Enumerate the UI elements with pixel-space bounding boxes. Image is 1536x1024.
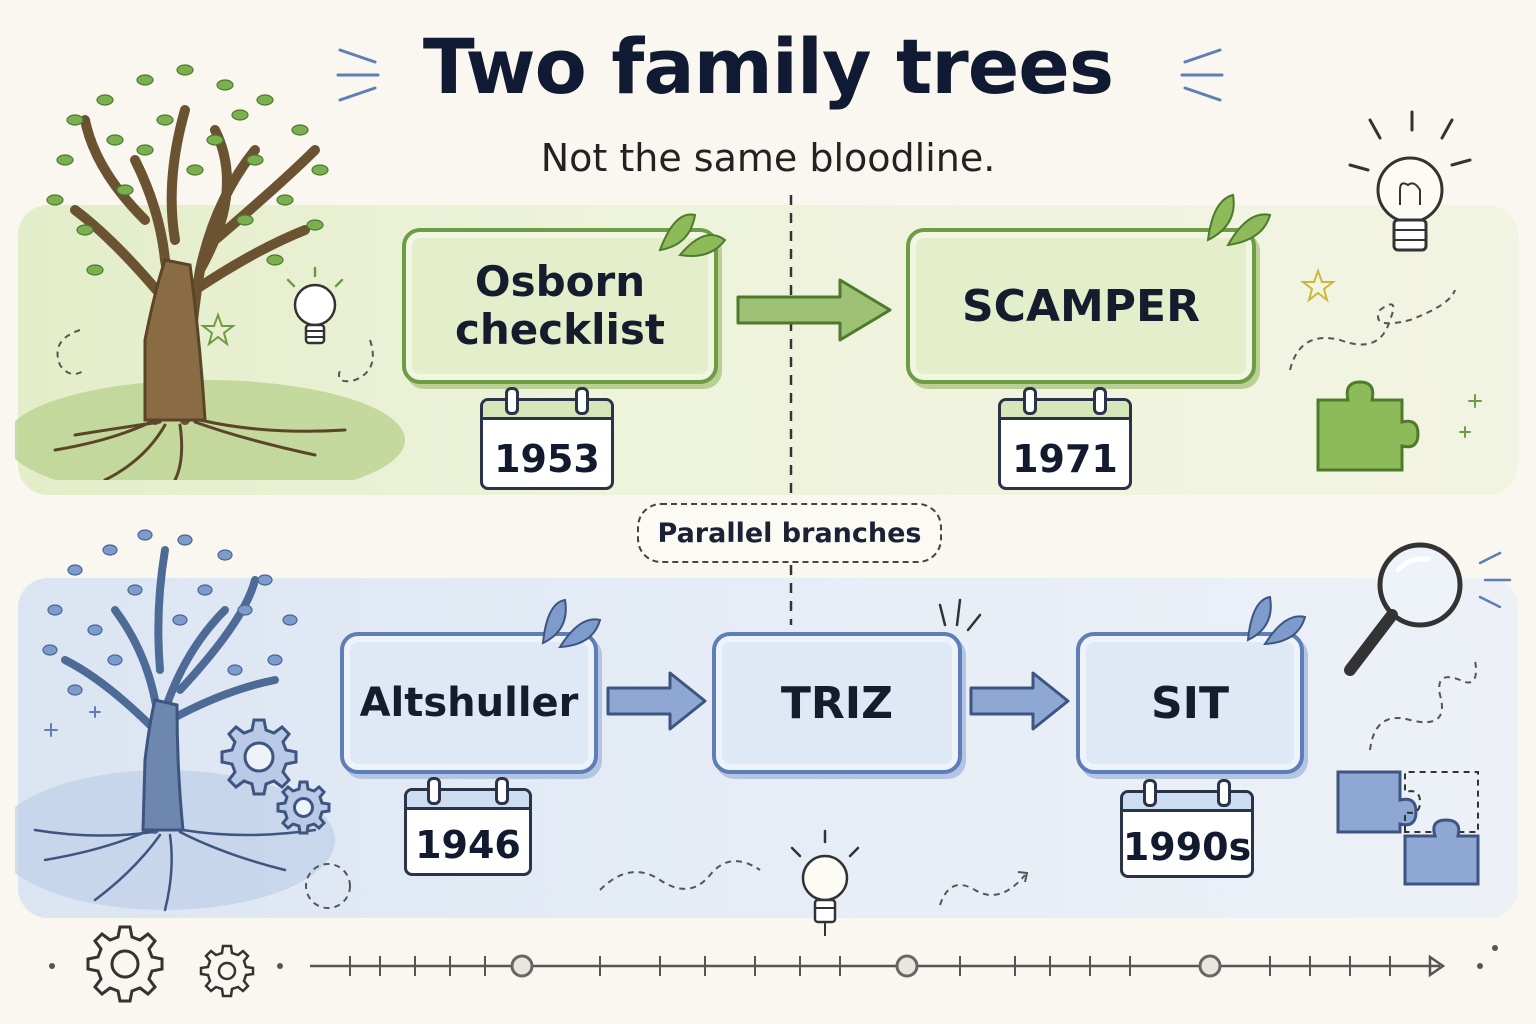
leaf-icon [1246, 595, 1307, 646]
altshuller-node: Altshuller [340, 632, 598, 774]
leaf-icon [541, 598, 602, 649]
year-calendar-1971: 1971 [998, 387, 1132, 490]
year-label: 1946 [415, 823, 521, 867]
scamper-node: SCAMPER [906, 228, 1256, 384]
leaf-icon [1206, 193, 1272, 247]
blue-tree-icon [15, 529, 335, 912]
dashed-circle-decoration [305, 863, 351, 909]
arrow-icon [969, 671, 1070, 731]
sit-label: SIT [1150, 677, 1230, 729]
dashed-swirl-decoration [939, 871, 1029, 906]
osborn-checklist-node: Osborn checklist [402, 228, 718, 384]
parallel-branches-label: Parallel branches [637, 503, 942, 563]
gear-icon [199, 944, 255, 998]
arrow-icon [606, 671, 707, 731]
green-tree-icon [15, 64, 405, 480]
calendar-ring [495, 777, 509, 805]
dashed-swirl-decoration [1369, 659, 1477, 751]
dashed-swirl-decoration [56, 329, 374, 383]
osborn-label-line1: Osborn [474, 256, 646, 306]
calendar-ring [505, 387, 519, 415]
arrow-icon [736, 278, 892, 342]
gear-icon [86, 925, 164, 1003]
page-title: Two family trees [422, 22, 1114, 111]
calendar-header [1001, 401, 1129, 420]
year-calendar-1990s: 1990s [1120, 779, 1254, 878]
lightbulb-icon [790, 829, 860, 936]
sparkle-icon [938, 598, 982, 632]
calendar-header [407, 791, 529, 810]
calendar-header [483, 401, 611, 420]
scamper-label: SCAMPER [961, 280, 1200, 332]
osborn-label-line2: checklist [455, 305, 665, 354]
dashed-swirl-decoration [599, 860, 761, 891]
triz-node: TRIZ [712, 632, 962, 774]
sit-node: SIT [1076, 632, 1304, 774]
triz-label: TRIZ [780, 677, 894, 729]
calendar-ring [1217, 779, 1231, 807]
gear-icon [220, 718, 331, 835]
puzzle-icon [1316, 380, 1420, 472]
bottom-timeline [49, 945, 1498, 978]
calendar-ring [427, 777, 441, 805]
year-calendar-1946: 1946 [404, 777, 532, 876]
calendar-ring [1093, 387, 1107, 415]
sparkle-icon [44, 706, 101, 737]
puzzle-icon [1336, 770, 1480, 886]
year-calendar-1953: 1953 [480, 387, 614, 490]
calendar-ring [1143, 779, 1157, 807]
calendar-ring [575, 387, 589, 415]
sparkle-icon [1459, 394, 1482, 438]
center-divider-line [789, 195, 793, 625]
magnifier-icon [1344, 542, 1512, 676]
year-label: 1953 [494, 437, 600, 481]
star-icon [1300, 268, 1336, 303]
calendar-ring [1023, 387, 1037, 415]
dashed-swirl-decoration [1289, 289, 1456, 371]
year-label: 1990s [1122, 825, 1252, 869]
page-subtitle: Not the same bloodline. [540, 136, 996, 180]
leaf-icon [658, 213, 727, 257]
title-sparkle-right-icon [1180, 48, 1224, 102]
title-sparkle-left-icon [336, 48, 380, 102]
star-icon [200, 312, 236, 347]
lightbulb-icon [286, 266, 344, 345]
year-label: 1971 [1012, 437, 1118, 481]
lightbulb-icon [1348, 110, 1472, 252]
altshuller-label: Altshuller [359, 680, 579, 726]
